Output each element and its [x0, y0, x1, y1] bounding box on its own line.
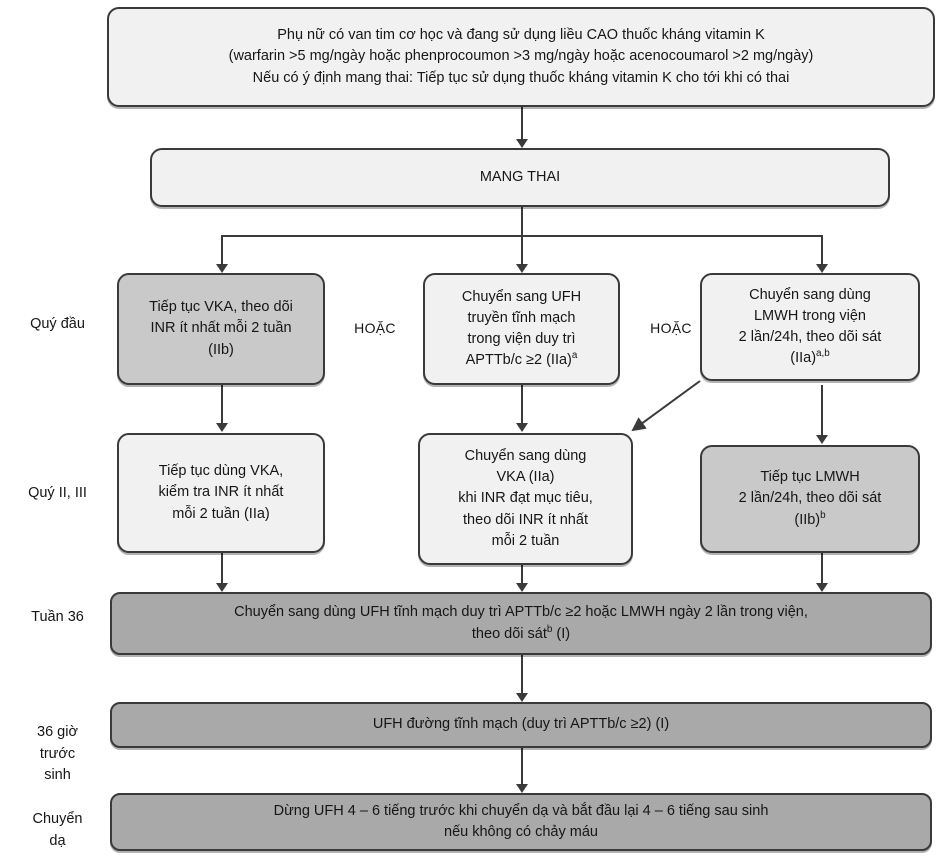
node-pregnancy-label: MANG THAI [479, 168, 561, 185]
node-q23-switch-vka-line-3: khi INR đạt mục tiêu, [458, 490, 593, 507]
connector-bus-to-q1-vka [221, 235, 223, 269]
connector-q23lmwh-to-week36 [821, 553, 823, 589]
arrow-q23switch-to-week36 [516, 583, 528, 592]
stage-label-second-third-trimester: Quý II, III [10, 483, 105, 505]
node-labor-stop-ufh[interactable]: Dừng UFH 4 – 6 tiếng trước khi chuyển dạ… [110, 793, 932, 851]
node-q1-switch-lmwh-line-3: 2 lần/24h, theo dõi sát [738, 329, 882, 345]
node-pregnancy[interactable]: MANG THAI [150, 148, 890, 207]
node-q1-switch-lmwh-line-2: LMWH trong viện [753, 307, 866, 324]
node-q23-continue-vka-line-1: Tiếp tục dùng VKA, [158, 463, 284, 480]
node-q1-switch-ufh-line-1: Chuyển sang UFH [461, 288, 582, 305]
node-q1-continue-vka-line-3: (IIb) [208, 341, 234, 358]
arrow-q23vka-to-week36 [216, 583, 228, 592]
node-q1-continue-vka-line-2: INR ít nhất mỗi 2 tuần [150, 320, 292, 337]
node-entry-criteria-line-2: (warfarin >5 mg/ngày hoặc phenprocoumon … [228, 48, 814, 65]
node-q1-switch-ufh-line-3: trong viện duy trì [467, 331, 576, 347]
connector-q1lmwh-to-q23lmwh [821, 385, 823, 441]
node-q23-switch-vka-line-5: mỗi 2 tuần [491, 532, 560, 549]
node-q23-switch-vka-line-2: VKA (IIa) [496, 469, 555, 486]
connector-q23switch-to-week36 [521, 565, 523, 589]
connector-bus-to-q1-lmwh [821, 235, 823, 269]
connector-entry-to-pregnancy [521, 107, 523, 143]
connector-week36-to-beforebirth [521, 655, 523, 699]
node-q23-continue-lmwh-line-1: Tiếp tục LMWH [760, 469, 860, 486]
node-q23-continue-vka-line-2: kiểm tra INR ít nhất [158, 484, 284, 501]
node-before-birth-ufh-label: UFH đường tĩnh mạch (duy trì APTTb/c ≥2)… [372, 716, 670, 733]
node-q23-switch-vka-line-1: Chuyển sang dùng [464, 448, 587, 465]
node-week36-switch-line-2: theo dõi sátb (I) [471, 623, 571, 642]
stage-label-week-36: Tuần 36 [10, 607, 105, 629]
node-q1-continue-vka[interactable]: Tiếp tục VKA, theo dõi INR ít nhất mỗi 2… [117, 273, 325, 385]
stage-label-labor: Chuyển dạ [10, 787, 105, 852]
node-entry-criteria-line-1: Phụ nữ có van tim cơ học và đang sử dụng… [277, 27, 765, 44]
or-label-right-text: HOẶC [650, 320, 692, 336]
arrow-entry-to-pregnancy [516, 139, 528, 148]
node-q1-switch-lmwh[interactable]: Chuyển sang dùng LMWH trong viện 2 lần/2… [700, 273, 920, 381]
arrow-week36-to-beforebirth [516, 693, 528, 702]
arrow-q1ufh-to-q23switch [516, 423, 528, 432]
stage-label-second-third-trimester-text: Quý II, III [28, 485, 87, 501]
footnote-marker-ab: a,b [816, 348, 830, 360]
arrow-bus-to-q1-lmwh [816, 264, 828, 273]
connector-q23vka-to-week36 [221, 553, 223, 589]
or-label-left-text: HOẶC [354, 320, 396, 336]
node-q1-switch-lmwh-line-4: (IIa)a,b [790, 348, 830, 367]
stage-label-first-trimester: Quý đầu [10, 314, 105, 336]
node-before-birth-ufh[interactable]: UFH đường tĩnh mạch (duy trì APTTb/c ≥2)… [110, 702, 932, 748]
arrow-beforebirth-to-labor [516, 784, 528, 793]
arrow-bus-to-q1-vka [216, 264, 228, 273]
stage-label-labor-text: Chuyển dạ [32, 810, 83, 849]
connector-bus-to-q1-ufh [521, 235, 523, 269]
connector-q1ufh-to-q23switch [521, 385, 523, 429]
node-q23-continue-lmwh-line-2: 2 lần/24h, theo dõi sát [738, 490, 882, 507]
arrow-q1vka-to-q23vka [216, 423, 228, 432]
node-q23-switch-vka-line-4: theo dõi INR ít nhất [463, 511, 588, 528]
connector-pregnancy-stem [521, 207, 523, 235]
node-labor-stop-ufh-line-2: nếu không có chảy máu [444, 824, 598, 840]
stage-label-week-36-text: Tuần 36 [31, 609, 84, 625]
connector-beforebirth-to-labor [521, 748, 523, 790]
node-week36-switch[interactable]: Chuyển sang dùng UFH tĩnh mạch duy trì A… [110, 592, 932, 655]
connector-q1vka-to-q23vka [221, 385, 223, 429]
node-q23-continue-lmwh-line-3: (IIb)b [794, 509, 826, 528]
stage-label-first-trimester-text: Quý đầu [30, 316, 85, 332]
node-q1-switch-lmwh-line-1: Chuyển sang dùng [749, 286, 871, 303]
stage-label-36-hours-before-birth: 36 giờ trước sinh [10, 700, 105, 787]
node-q23-continue-vka-line-3: mỗi 2 tuần (IIa) [172, 505, 270, 522]
stage-label-36-hours-before-birth-text: 36 giờ trước sinh [37, 723, 78, 784]
node-q1-continue-vka-line-1: Tiếp tục VKA, theo dõi [149, 299, 293, 316]
node-q1-switch-ufh[interactable]: Chuyển sang UFH truyền tĩnh mạch trong v… [423, 273, 620, 385]
node-entry-criteria[interactable]: Phụ nữ có van tim cơ học và đang sử dụng… [107, 7, 935, 107]
footnote-marker-a: a [571, 350, 578, 362]
arrow-bus-to-q1-ufh [516, 264, 528, 273]
node-q23-continue-lmwh[interactable]: Tiếp tục LMWH 2 lần/24h, theo dõi sát (I… [700, 445, 920, 553]
node-entry-criteria-line-3: Nếu có ý định mang thai: Tiếp tục sử dụn… [252, 69, 790, 86]
arrow-q1lmwh-to-q23lmwh [816, 435, 828, 444]
arrow-q23lmwh-to-week36 [816, 583, 828, 592]
node-q1-switch-ufh-line-4: APTTb/c ≥2 (IIa)a [465, 350, 578, 369]
node-q1-switch-ufh-line-2: truyền tĩnh mạch [467, 309, 576, 326]
node-q23-switch-vka[interactable]: Chuyển sang dùng VKA (IIa) khi INR đạt m… [418, 433, 633, 565]
or-label-right: HOẶC [633, 320, 709, 336]
footnote-marker-b-2: b [546, 623, 553, 635]
node-q23-continue-vka[interactable]: Tiếp tục dùng VKA, kiểm tra INR ít nhất … [117, 433, 325, 553]
footnote-marker-b-1: b [820, 509, 826, 521]
or-label-left: HOẶC [337, 320, 413, 336]
node-week36-switch-line-1: Chuyển sang dùng UFH tĩnh mạch duy trì A… [234, 604, 808, 621]
node-labor-stop-ufh-line-1: Dừng UFH 4 – 6 tiếng trước khi chuyển dạ… [273, 802, 769, 819]
